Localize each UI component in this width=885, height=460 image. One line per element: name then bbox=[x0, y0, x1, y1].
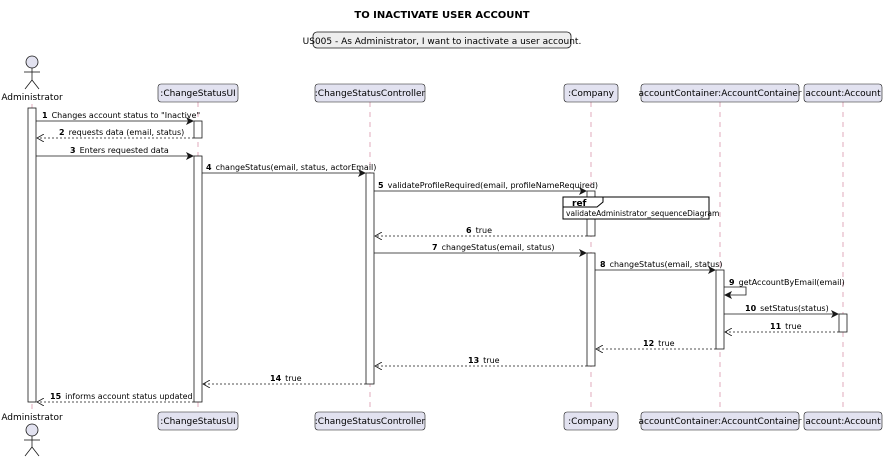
note-text: US005 - As Administrator, I want to inac… bbox=[303, 37, 582, 47]
message-label: requests data (email, status) bbox=[69, 128, 185, 137]
message-number: 11 bbox=[770, 322, 782, 331]
message-label: true bbox=[658, 339, 674, 348]
actor-administrator-bottom bbox=[24, 423, 40, 457]
message-label: informs account status updated bbox=[65, 392, 192, 401]
participant-label: :Company bbox=[568, 89, 615, 99]
actor-administrator-top bbox=[24, 55, 40, 90]
use-case-note: US005 - As Administrator, I want to inac… bbox=[303, 31, 582, 49]
message-label: validateProfileRequired(email, profileNa… bbox=[388, 181, 598, 190]
message-number: 13 bbox=[468, 356, 479, 365]
participant-label: :ChangeStatusController bbox=[315, 417, 426, 427]
message-number: 9 bbox=[729, 278, 735, 287]
message-8: 8 changeStatus(email, status) bbox=[595, 260, 722, 274]
participant-label: accountContainer:AccountContainer bbox=[638, 417, 801, 427]
activation-administrator bbox=[27, 107, 37, 403]
message-label: changeStatus(email, status) bbox=[442, 243, 555, 252]
message-4: 4 changeStatus(email, status, actorEmail) bbox=[202, 163, 376, 177]
message-number: 4 bbox=[206, 163, 212, 172]
participant-label: :ChangeStatusUI bbox=[160, 89, 235, 99]
participant-account-top: account:Account bbox=[803, 83, 883, 103]
message-label: true bbox=[785, 322, 801, 331]
participant-changestatuscontroller-bottom: :ChangeStatusController bbox=[314, 411, 426, 431]
participant-accountcontainer-top: accountContainer:AccountContainer bbox=[638, 83, 802, 103]
participant-label: account:Account bbox=[805, 89, 881, 99]
activation-ui-2 bbox=[193, 155, 203, 403]
message-number: 5 bbox=[378, 181, 384, 190]
participant-label: accountContainer:AccountContainer bbox=[638, 89, 801, 99]
message-label: Enters requested data bbox=[80, 146, 169, 155]
message-3: 3 Enters requested data bbox=[36, 146, 194, 160]
diagram-title: TO INACTIVATE USER ACCOUNT bbox=[354, 10, 529, 21]
message-label: true bbox=[483, 356, 499, 365]
message-number: 10 bbox=[745, 304, 757, 313]
activation-company-2 bbox=[586, 252, 596, 367]
actor-name-top: Administrator bbox=[1, 93, 63, 103]
message-7: 7 changeStatus(email, status) bbox=[374, 243, 587, 257]
message-label: changeStatus(email, status, actorEmail) bbox=[216, 163, 377, 172]
participant-label: :ChangeStatusUI bbox=[160, 417, 235, 427]
message-number: 6 bbox=[466, 226, 472, 235]
message-label: true bbox=[285, 374, 301, 383]
message-number: 3 bbox=[70, 146, 76, 155]
message-number: 2 bbox=[59, 128, 65, 137]
participant-changestatuscontroller-top: :ChangeStatusController bbox=[314, 83, 426, 103]
message-number: 8 bbox=[600, 260, 606, 269]
message-1: 1 Changes account status to "Inactive" bbox=[36, 111, 200, 125]
message-6: 6 true bbox=[375, 226, 587, 236]
message-label: true bbox=[476, 226, 492, 235]
message-label: changeStatus(email, status) bbox=[610, 260, 723, 269]
participant-company-top: :Company bbox=[563, 83, 619, 103]
message-13: 13 true bbox=[375, 356, 587, 366]
message-label: getAccountByEmail(email) bbox=[739, 278, 845, 287]
participant-label: :ChangeStatusController bbox=[315, 89, 426, 99]
actor-name-bottom: Administrator bbox=[1, 413, 63, 423]
message-9: 9 getAccountByEmail(email) bbox=[724, 278, 845, 299]
activation-ui-1 bbox=[193, 120, 203, 139]
message-12: 12 true bbox=[596, 339, 716, 349]
participant-label: account:Account bbox=[805, 417, 881, 427]
message-number: 7 bbox=[432, 243, 438, 252]
ref-text: validateAdministrator_sequenceDiagram bbox=[566, 209, 719, 218]
participant-changestatusui-bottom: :ChangeStatusUI bbox=[157, 411, 239, 431]
message-2: 2 requests data (email, status) bbox=[37, 128, 194, 138]
message-number: 1 bbox=[42, 111, 48, 120]
ref-fragment: ref validateAdministrator_sequenceDiagra… bbox=[562, 196, 719, 220]
message-number: 12 bbox=[643, 339, 654, 348]
participant-account-bottom: account:Account bbox=[803, 411, 883, 431]
activation-account bbox=[838, 313, 848, 333]
participant-label: :Company bbox=[568, 417, 615, 427]
activation-controller bbox=[365, 172, 375, 385]
message-number: 14 bbox=[270, 374, 282, 383]
participant-changestatusui-top: :ChangeStatusUI bbox=[157, 83, 239, 103]
message-label: Changes account status to "Inactive" bbox=[52, 111, 201, 120]
message-5: 5 validateProfileRequired(email, profileN… bbox=[374, 181, 598, 195]
message-label: setStatus(status) bbox=[760, 304, 829, 313]
message-number: 15 bbox=[50, 392, 62, 401]
activation-accountcontainer bbox=[715, 269, 725, 350]
participant-accountcontainer-bottom: accountContainer:AccountContainer bbox=[638, 411, 802, 431]
participant-company-bottom: :Company bbox=[563, 411, 619, 431]
ref-tag: ref bbox=[572, 199, 587, 209]
